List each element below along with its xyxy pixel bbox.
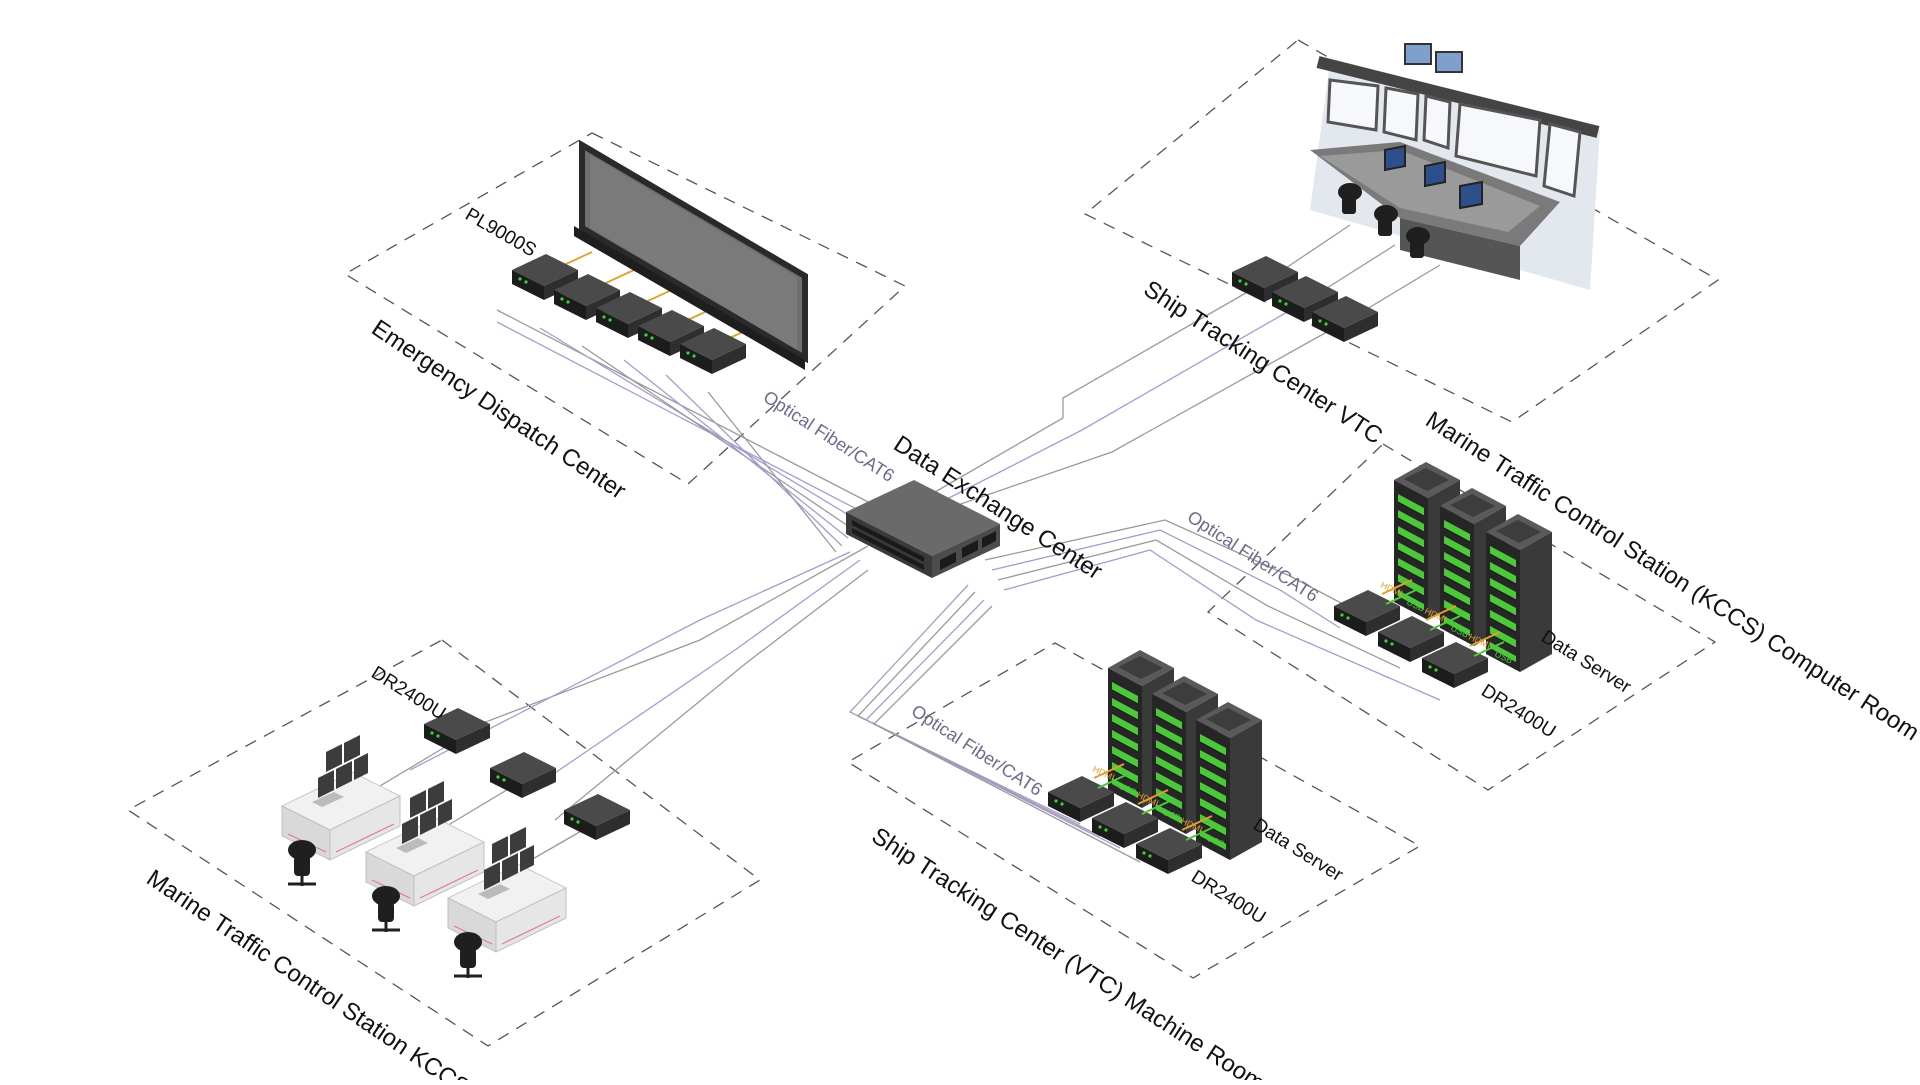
zone-emergency-dispatch: [343, 132, 907, 485]
optical-fiber-label: Optical Fiber/CAT6: [1184, 507, 1322, 606]
dr2400u-label: DR2400U: [1187, 866, 1269, 928]
video-wall: [574, 139, 808, 370]
zone-vtc-machine-room: [846, 642, 1422, 979]
dr2400u-unit: [490, 752, 556, 798]
cabling: [379, 224, 1441, 873]
vtc-control-console: [1310, 43, 1600, 290]
zone-label-emergency-dispatch: Emergency Dispatch Center: [367, 315, 631, 505]
zone-kccs-computer-room: [1206, 443, 1717, 791]
dr2400u-label: DR2400U: [367, 662, 449, 724]
dr2400u-unit: [564, 794, 630, 840]
server-rack: [1485, 513, 1553, 673]
optical-fiber-label: Optical Fiber/CAT6: [760, 387, 898, 486]
data-server-label: Data Server: [1249, 814, 1347, 886]
dr2400u-label: DR2400U: [1477, 680, 1559, 742]
labels: Emergency Dispatch Center Ship Tracking …: [142, 275, 1920, 1085]
server-rack: [1195, 701, 1263, 861]
zone-label-vtc-machine-room: Ship Tracking Center (VTC) Machine Room: [867, 822, 1270, 1080]
zone-kccs-station: [126, 639, 762, 1047]
pl9000s-label: PL9000S: [462, 204, 540, 261]
data-server-label: Data Server: [1537, 626, 1635, 698]
data-exchange-switch: [846, 480, 1000, 578]
kccs-dr2400u-receivers: [424, 708, 630, 840]
